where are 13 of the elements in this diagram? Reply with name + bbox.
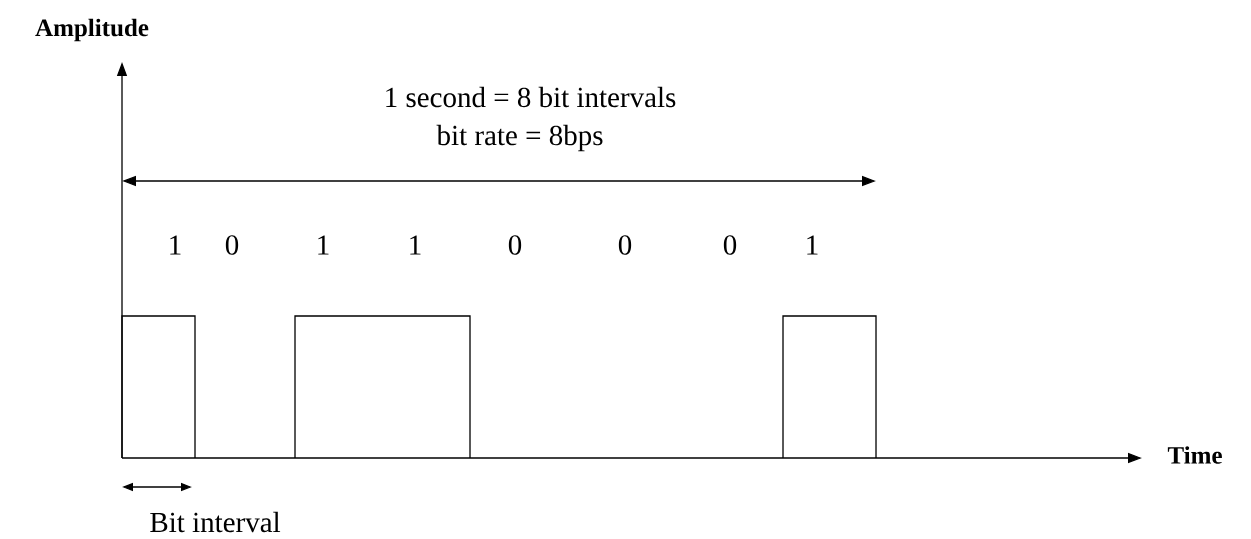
bit-value: 0 xyxy=(225,235,239,255)
bit-value: 0 xyxy=(723,235,737,255)
note-text: 1 second = 8 bit intervals xyxy=(386,86,676,108)
note-text: bit rate = 8bps xyxy=(436,124,603,152)
bit-value: 1 xyxy=(318,235,329,255)
bit-value: 1 xyxy=(410,235,421,255)
bit-value: 1 xyxy=(807,235,818,255)
axis-label: Amplitude xyxy=(35,18,149,42)
bit-value: 0 xyxy=(618,235,632,255)
bit-value: 1 xyxy=(170,235,181,255)
dimension-label: Bit interval xyxy=(150,511,281,533)
axis-label: Time xyxy=(1167,446,1222,464)
bit-value: 0 xyxy=(508,235,522,255)
